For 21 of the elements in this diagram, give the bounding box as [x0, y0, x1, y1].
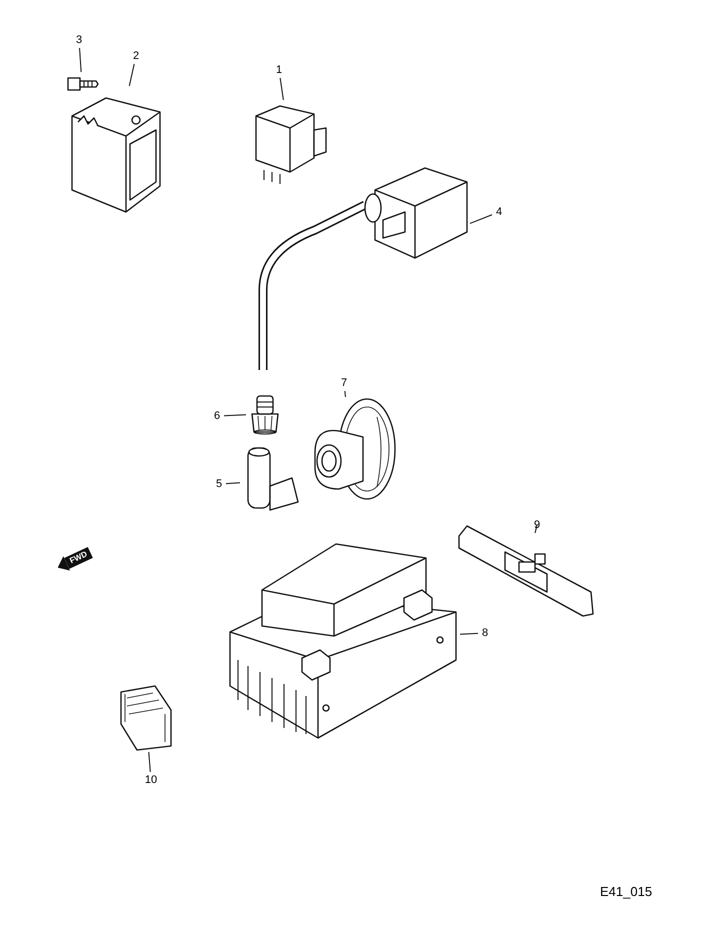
leader-line — [79, 48, 82, 72]
callout-number: 10 — [141, 772, 161, 788]
leader-line — [534, 524, 538, 534]
callout-number: 4 — [492, 204, 506, 220]
drawing-code: E41_015 — [600, 883, 652, 901]
callout-number: 2 — [129, 48, 143, 64]
leader-line — [226, 482, 240, 484]
leader-line — [280, 78, 284, 100]
callout-number: 3 — [72, 32, 86, 48]
leader-line — [224, 414, 246, 416]
callout-number: 1 — [272, 62, 286, 78]
leader-line — [128, 64, 135, 86]
callout-number: 7 — [337, 375, 351, 391]
callout-number: 9 — [530, 517, 544, 533]
callout-number: 6 — [210, 408, 224, 424]
leader-line — [470, 214, 492, 224]
leader-line — [344, 390, 346, 398]
callout-number: 5 — [212, 476, 226, 492]
leader-line — [460, 632, 478, 635]
callout-number: 8 — [478, 625, 492, 641]
leader-line — [148, 752, 151, 772]
